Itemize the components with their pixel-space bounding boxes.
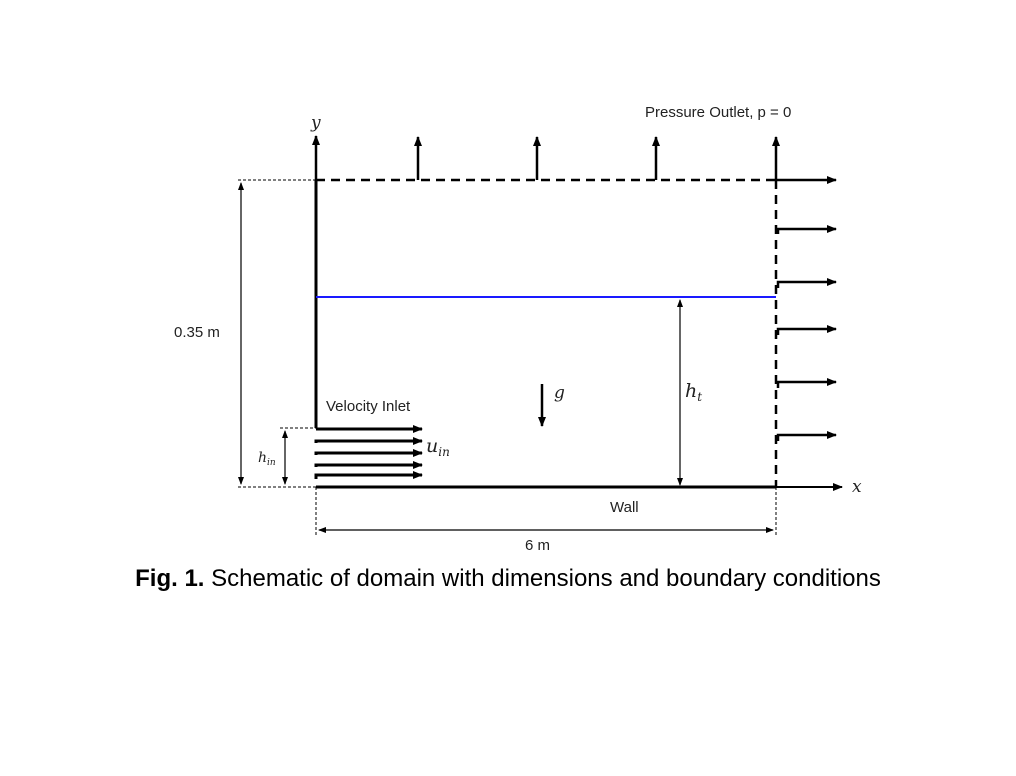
wall-label: Wall xyxy=(610,499,639,516)
figure-caption-label: Fig. 1. xyxy=(135,565,205,592)
outlet-arrow-right xyxy=(776,378,837,388)
outlet-arrow-right xyxy=(776,225,837,234)
length-label: 6 m xyxy=(525,537,550,554)
inlet-height-label: hin xyxy=(258,450,276,468)
y-axis-label: y xyxy=(310,113,321,133)
velocity-inlet-label: Velocity Inlet xyxy=(326,398,411,415)
inlet-velocity-label: uin xyxy=(426,435,450,459)
figure-caption: Fig. 1. Schematic of domain with dimensi… xyxy=(0,565,1016,593)
outlet-arrow-right xyxy=(776,278,837,288)
x-axis-label: x xyxy=(852,477,862,497)
inlet-arrow xyxy=(314,449,423,457)
inlet-arrow xyxy=(314,437,423,445)
gravity-label: g xyxy=(554,383,565,403)
inlet-arrow xyxy=(314,461,423,469)
pressure-outlet-label: Pressure Outlet, p = 0 xyxy=(645,104,791,121)
outlet-arrow-right xyxy=(776,325,837,335)
outlet-arrow-right xyxy=(776,431,837,441)
total-height-label: 0.35 m xyxy=(174,324,220,341)
inlet-arrow xyxy=(314,471,423,479)
figure-caption-text: Schematic of domain with dimensions and … xyxy=(204,565,881,592)
tank-height-label: ht xyxy=(685,380,702,404)
